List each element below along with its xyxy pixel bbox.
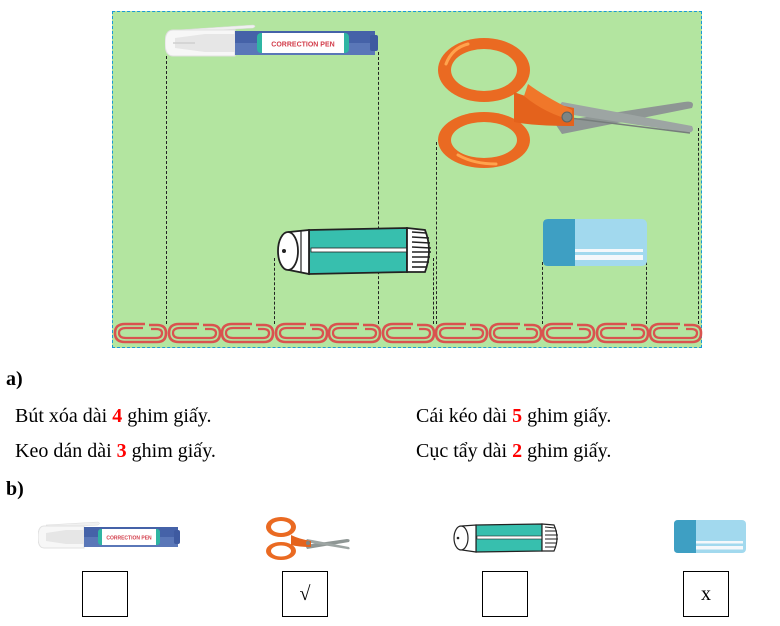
pen-length-value: 4 [112, 405, 123, 427]
scissors-length-value: 5 [512, 405, 523, 427]
sentence-text: ghim giấy. [522, 440, 612, 462]
paperclip-icon [595, 322, 650, 344]
sentence-glue: Keo dán dài 3 ghim giấy. [15, 440, 216, 463]
glue-stick-icon [277, 226, 432, 276]
glue-right-guide [433, 258, 434, 324]
paperclip-icon [274, 322, 328, 344]
sentence-eraser: Cục tẩy dài 2 ghim giấy. [416, 440, 611, 463]
glue-left-guide [274, 258, 275, 324]
correction-pen-icon: CORRECTION PEN [165, 24, 378, 57]
scissors-icon [438, 38, 693, 168]
answer-box-pen[interactable] [82, 571, 128, 617]
glue-length-value: 3 [116, 440, 127, 462]
pen-small-label: CORRECTION PEN [106, 536, 152, 542]
sentence-text: Cái kéo dài [416, 405, 513, 427]
scissors-left-guide [436, 142, 437, 324]
paperclip-icon [649, 322, 703, 344]
eraser-length-value: 2 [512, 440, 523, 462]
pen-label: CORRECTION PEN [271, 42, 334, 49]
sentence-text: Keo dán dài [15, 440, 117, 462]
paperclip-icon [488, 322, 543, 344]
eraser-right-guide [646, 262, 647, 324]
scissors-small-icon [266, 517, 350, 560]
sentence-text: ghim giấy. [522, 405, 612, 427]
scissors-right-guide [698, 128, 699, 324]
correction-pen-small-icon: CORRECTION PEN [38, 521, 180, 549]
eraser-left-guide [542, 262, 543, 324]
part-a-label: a) [6, 368, 23, 390]
sentence-pen: Bút xóa dài 4 ghim giấy. [15, 405, 211, 428]
sentence-text: Bút xóa dài [15, 405, 113, 427]
eraser-small-icon [674, 520, 746, 553]
glue-stick-small-icon [453, 523, 558, 553]
sentence-text: ghim giấy. [126, 440, 216, 462]
sentence-text: ghim giấy. [122, 405, 212, 427]
eraser-icon [543, 219, 647, 266]
paperclip-icon [542, 322, 596, 344]
sentence-scissors: Cái kéo dài 5 ghim giấy. [416, 405, 611, 428]
pen-left-guide [166, 56, 167, 324]
paperclip-icon [113, 322, 168, 344]
answer-box-eraser[interactable]: x [683, 571, 729, 617]
paperclip-icon [381, 322, 436, 344]
paperclip-icon [220, 322, 275, 344]
pen-right-guide [378, 52, 379, 324]
part-b-label: b) [6, 478, 24, 500]
paperclip-icon [327, 322, 382, 344]
sentence-text: Cục tẩy dài [416, 440, 513, 462]
answer-box-glue[interactable] [482, 571, 528, 617]
paperclip-icon [434, 322, 489, 344]
illustration-panel [112, 11, 702, 348]
answer-box-scissors[interactable]: √ [282, 571, 328, 617]
paperclip-icon [167, 322, 221, 344]
